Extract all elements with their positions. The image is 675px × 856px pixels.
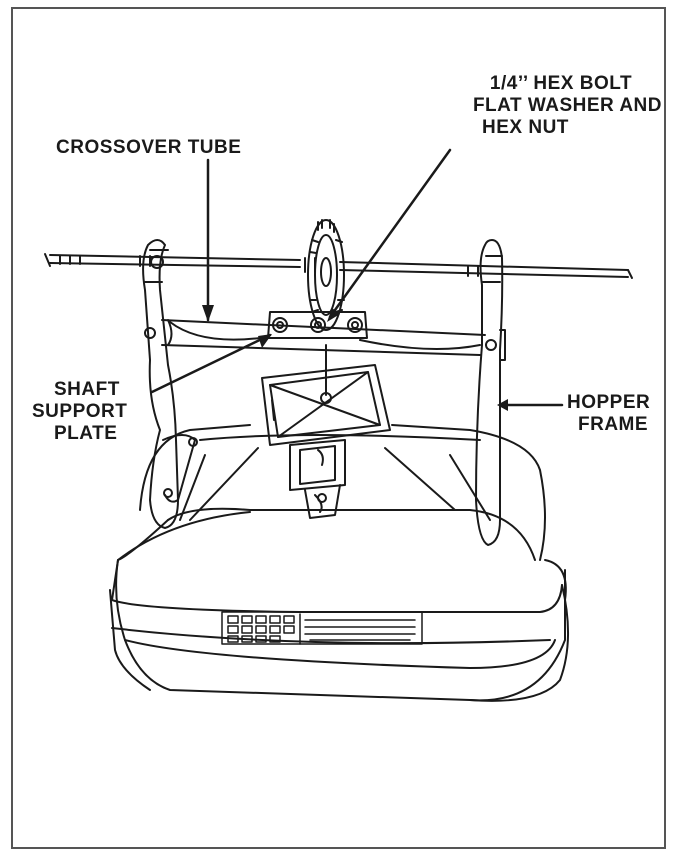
shaft-support-plate-label: SHAFT SUPPORT PLATE: [32, 379, 128, 444]
control-panel: [221, 611, 423, 645]
hopper-top: [117, 424, 546, 561]
right-hopper-frame: [475, 239, 506, 546]
figure-frame: [11, 7, 666, 849]
deflector-plate: [261, 344, 391, 446]
spinner-gear: [307, 219, 345, 331]
agitator-shaft: [44, 253, 633, 279]
hopper-base: [109, 511, 569, 702]
spreader-chute: [289, 439, 346, 519]
crossover-tube-label: CROSSOVER TUBE: [56, 137, 242, 158]
leader-lines: [150, 148, 564, 407]
hex-bolt-label: 1/4’’ HEX BOLT FLAT WASHER AND HEX NUT: [472, 73, 662, 138]
hopper-frame-label: HOPPER FRAME: [567, 392, 651, 435]
